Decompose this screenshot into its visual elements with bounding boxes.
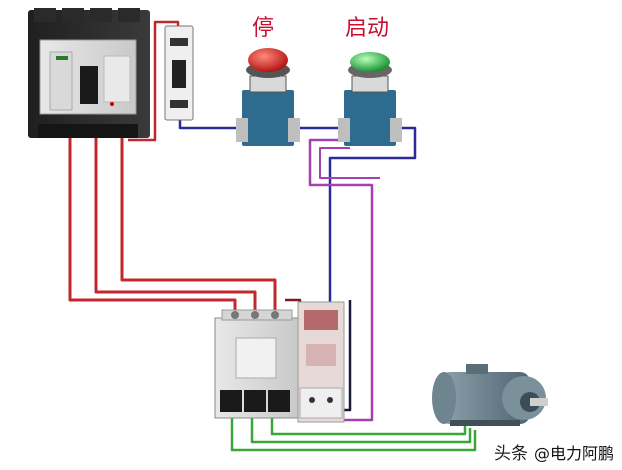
author-label: @电力阿鹏	[533, 443, 614, 463]
contactor	[214, 309, 300, 419]
platform-label: 头条	[493, 444, 528, 464]
motor-wire-w	[270, 410, 467, 436]
fuse-holder	[164, 25, 194, 121]
motor-wire-v	[250, 410, 472, 444]
phase-wire-l1	[68, 135, 237, 315]
fuse-to-stop-wire	[178, 118, 238, 130]
stop-button	[236, 48, 300, 146]
self-hold-wire-b	[319, 147, 380, 179]
self-hold-wire-a	[308, 138, 374, 422]
motor-wire-u	[230, 410, 477, 452]
start-button	[338, 52, 402, 146]
motor	[432, 364, 548, 426]
circuit-breaker	[28, 8, 150, 138]
stop-label: 停	[252, 16, 275, 41]
wires	[68, 20, 477, 452]
start-label: 启动	[345, 16, 390, 41]
phase-wire-l3	[120, 135, 277, 315]
phase-wire-l2	[94, 135, 257, 315]
start-output-wire	[328, 126, 417, 330]
watermark: 头条 @电力阿鹏	[493, 439, 614, 465]
fuse-feed-wire	[128, 20, 180, 142]
thermal-relay	[297, 301, 345, 423]
